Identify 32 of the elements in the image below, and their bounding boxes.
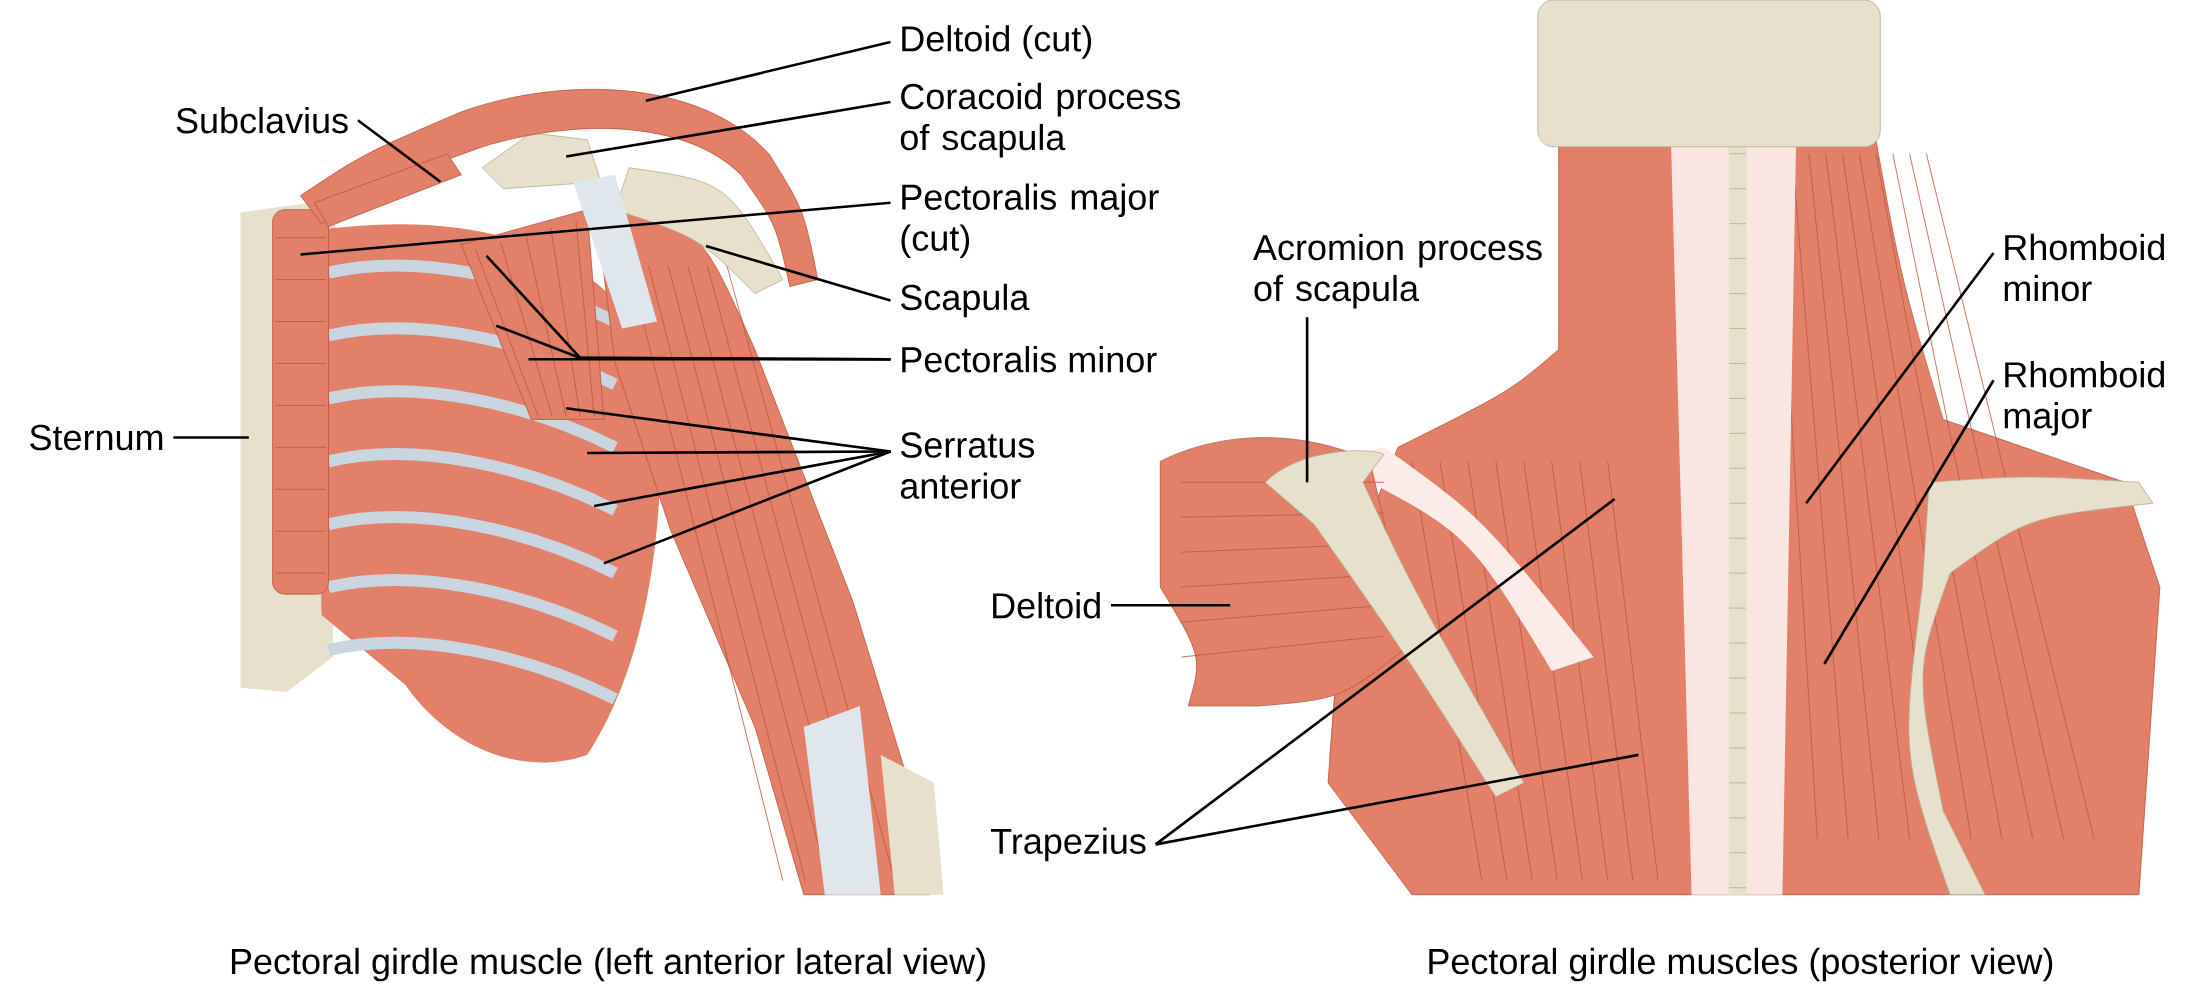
part-label: Acromion process of scapula <box>1253 234 1542 309</box>
part-label: Scapula <box>900 283 1030 318</box>
part-label: Subclavius <box>176 107 348 134</box>
leader-line <box>173 436 249 439</box>
figure-caption: Pectoral girdle muscle (left anterior lateral view) <box>231 947 985 982</box>
part-label: Deltoid (cut) <box>902 25 1092 59</box>
leader-line <box>1155 753 1639 846</box>
leader-line <box>1154 498 1616 846</box>
leader-line <box>300 201 891 256</box>
leader-line <box>587 450 891 455</box>
part-label: Sternum <box>30 424 163 451</box>
leader-line <box>593 450 891 508</box>
part-label: Pectoralis minor <box>902 346 1157 373</box>
part-label: Trapezius <box>991 827 1146 862</box>
leader-line <box>1805 252 1995 505</box>
part-label: Pectoralis major (cut) <box>901 183 1159 259</box>
leader-line <box>528 358 891 361</box>
part-label: Serratus anterior <box>900 432 1035 499</box>
leader-line <box>1823 379 1995 665</box>
leader-line <box>495 324 891 361</box>
leader-line <box>357 119 442 183</box>
figure-caption: Pectoral girdle muscles (posterior view) <box>1429 947 2053 982</box>
leader-line <box>1111 604 1231 607</box>
leader-line <box>705 244 891 302</box>
leader-line <box>1305 317 1309 483</box>
leader-line <box>565 100 891 158</box>
part-label: Coracoid process of scapula <box>900 83 1181 158</box>
part-label: Rhomboid minor <box>2004 234 2164 302</box>
leader-line <box>603 450 891 565</box>
part-label: Rhomboid major <box>2004 361 2164 436</box>
leader-line <box>645 40 891 103</box>
part-label: Deltoid <box>993 592 1100 619</box>
